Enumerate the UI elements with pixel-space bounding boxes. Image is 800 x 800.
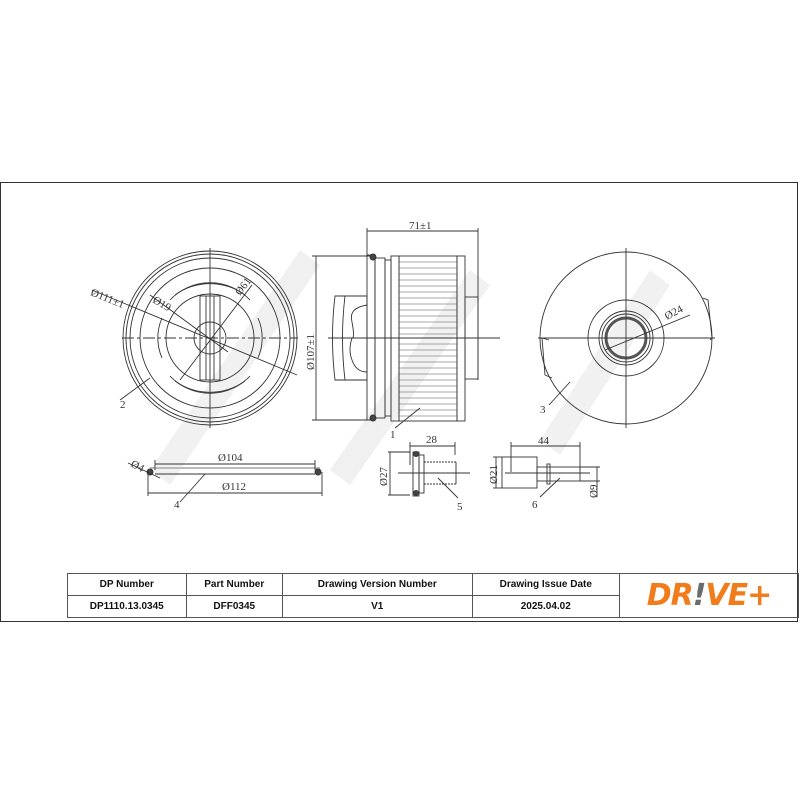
brand-logo: DR!VE+ bbox=[646, 578, 773, 613]
callout-5: 5 bbox=[457, 501, 463, 513]
value-issue-date: 2025.04.02 bbox=[471, 595, 621, 618]
value-drawing-version: V1 bbox=[281, 595, 473, 618]
dim-pin-shaft-diameter: Ø9 bbox=[588, 484, 600, 498]
dim-oring-outer: Ø112 bbox=[222, 481, 246, 493]
o-ring-view bbox=[127, 460, 323, 503]
filter-pleats bbox=[399, 261, 457, 417]
watermark bbox=[150, 250, 670, 485]
header-part-number: Part Number bbox=[185, 573, 283, 596]
dim-oring-inner: Ø104 bbox=[218, 452, 243, 464]
side-view bbox=[312, 228, 500, 422]
dim-side-length: 71±1 bbox=[409, 220, 432, 232]
header-drawing-version: Drawing Version Number bbox=[281, 573, 473, 596]
callout-3: 3 bbox=[540, 404, 546, 416]
title-block: DP Number Part Number Drawing Version Nu… bbox=[67, 573, 799, 618]
dim-front-outer-diameter: Ø111±1 bbox=[89, 287, 126, 311]
dim-side-diameter: Ø107±1 bbox=[305, 334, 317, 370]
header-dp-number: DP Number bbox=[67, 573, 187, 596]
dim-plug-length: 28 bbox=[426, 434, 438, 446]
dim-pin-length: 44 bbox=[538, 435, 550, 447]
o-ring-section-top bbox=[369, 253, 377, 261]
callout-2: 2 bbox=[120, 399, 126, 411]
callout-4: 4 bbox=[174, 499, 180, 511]
callout-6: 6 bbox=[532, 499, 538, 511]
value-part-number: DFF0345 bbox=[185, 595, 283, 618]
front-end-view bbox=[91, 248, 298, 428]
dim-rear-bore: Ø24 bbox=[663, 303, 686, 323]
brand-logo-cell: DR!VE+ bbox=[619, 573, 799, 618]
dim-pin-head-diameter: Ø21 bbox=[488, 465, 500, 484]
dim-front-inner: Ø61 bbox=[233, 276, 254, 298]
value-dp-number: DP1110.13.0345 bbox=[67, 595, 187, 618]
dim-front-hole: Ø19 bbox=[151, 294, 174, 314]
plug-view bbox=[388, 442, 470, 499]
header-issue-date: Drawing Issue Date bbox=[471, 573, 621, 596]
dim-plug-diameter: Ø27 bbox=[378, 467, 390, 486]
rear-end-view bbox=[538, 248, 715, 428]
dim-oring-section: Ø4 bbox=[129, 458, 147, 475]
o-ring-section-bottom bbox=[369, 414, 377, 422]
drawing-frame bbox=[0, 182, 798, 622]
callout-1: 1 bbox=[390, 429, 396, 441]
pin-view bbox=[493, 442, 600, 498]
